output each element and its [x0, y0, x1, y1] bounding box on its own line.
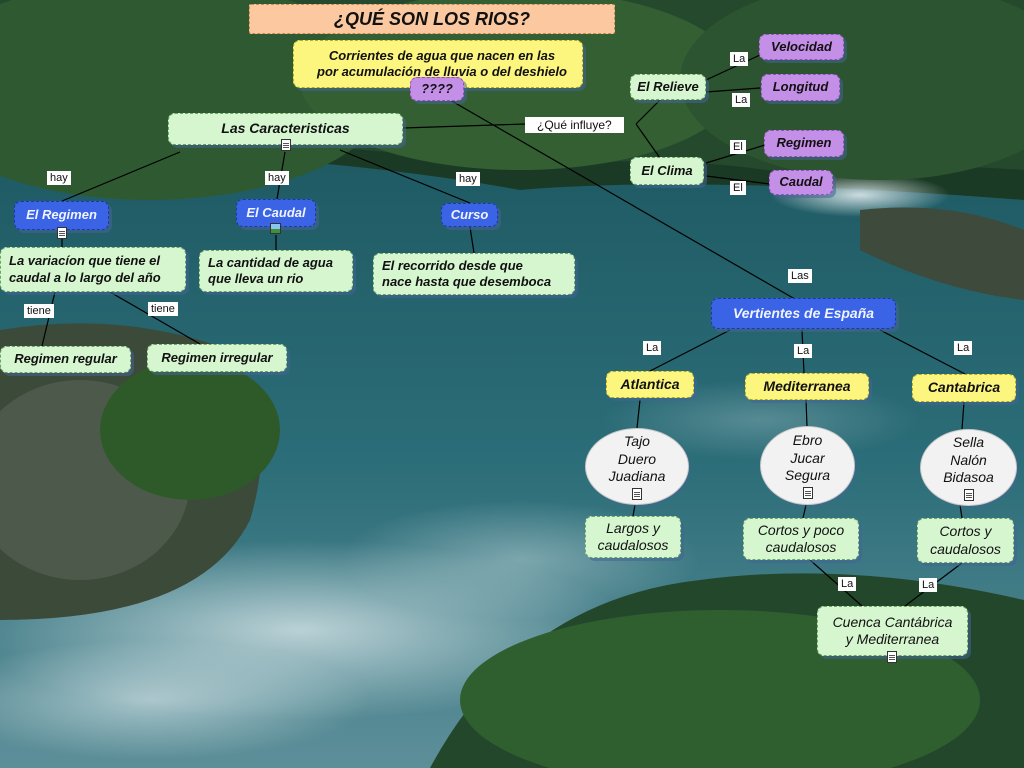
title-text: ¿QUÉ SON LOS RIOS? — [334, 8, 530, 31]
vertientes-node[interactable]: Vertientes de España — [711, 298, 896, 329]
link-mediterranea-rivers — [806, 400, 807, 426]
influye-label: ¿Qué influye? — [525, 117, 624, 133]
link-desc-regular — [42, 292, 55, 346]
river-name: Jucar — [790, 450, 824, 468]
link-label-la-atlantica: La — [643, 341, 661, 355]
link-caracteristicas-regimen — [62, 152, 180, 201]
definition-line-1: Corrientes de agua que nacen en las — [329, 48, 555, 64]
link-cantabrica-desc — [960, 505, 962, 518]
longitud-node[interactable]: Longitud — [761, 74, 840, 101]
atlantica-desc-node[interactable]: Largos y caudalosos — [585, 516, 681, 558]
link-cantabrica-rivers — [962, 402, 964, 429]
curso-node[interactable]: Curso — [441, 203, 498, 227]
mediterranea-node[interactable]: Mediterranea — [745, 373, 869, 400]
link-vertientes-cantabrica — [880, 330, 965, 374]
link-label-las-vertientes: Las — [788, 269, 812, 283]
cuenca-document-icon[interactable] — [887, 651, 897, 663]
regimen-clima-node[interactable]: Regimen — [764, 130, 844, 157]
title-node[interactable]: ¿QUÉ SON LOS RIOS? — [249, 4, 615, 34]
link-label-la-cuenca-cantabrica: La — [919, 578, 937, 592]
caudal-clima-node[interactable]: Caudal — [769, 170, 833, 195]
velocidad-node[interactable]: Velocidad — [759, 34, 844, 60]
river-name: Segura — [785, 467, 830, 485]
caudal-desc-node[interactable]: La cantidad de agua que lleva un rio — [199, 250, 353, 292]
link-caracteristicas-influye — [403, 124, 525, 128]
link-label-la-longitud: La — [732, 93, 750, 107]
link-desc-irregular — [110, 292, 200, 344]
cuenca-node[interactable]: Cuenca Cantábrica y Mediterranea — [817, 606, 968, 656]
river-name: Nalón — [950, 452, 987, 470]
atlantica-node[interactable]: Atlantica — [606, 371, 694, 398]
link-vertientes-atlantica — [650, 330, 730, 371]
relieve-node[interactable]: El Relieve — [630, 74, 706, 100]
mediterranea-desc-node[interactable]: Cortos y poco caudalosos — [743, 518, 859, 560]
regimen-document-icon[interactable] — [57, 227, 67, 239]
river-name: Duero — [618, 451, 656, 469]
link-label-hay-regimen: hay — [47, 171, 71, 185]
atlantica-rivers-node[interactable]: Tajo Duero Juadiana — [585, 428, 689, 505]
cantabrica-document-icon[interactable] — [964, 489, 974, 501]
regimen-desc-node[interactable]: La variacíon que tiene el caudal a lo la… — [0, 247, 186, 292]
link-label-el-caudal: El — [730, 181, 746, 195]
cantabrica-rivers-node[interactable]: Sella Nalón Bidasoa — [920, 429, 1017, 506]
link-label-la-cuenca-mediterranea: La — [838, 577, 856, 591]
mediterranea-document-icon[interactable] — [803, 487, 813, 499]
regimen-irregular-node[interactable]: Regimen irregular — [147, 344, 287, 372]
link-label-hay-caudal: hay — [265, 171, 289, 185]
river-name: Tajo — [624, 433, 650, 451]
link-label-la-mediterranea: La — [794, 344, 812, 358]
link-atlantica-rivers — [637, 400, 640, 428]
link-label-tiene-irregular: tiene — [148, 302, 178, 316]
regimen-node[interactable]: El Regimen — [14, 201, 109, 230]
mediterranea-rivers-node[interactable]: Ebro Jucar Segura — [760, 426, 855, 505]
link-label-el-regimen: El — [730, 140, 746, 154]
link-mediterranea-desc — [803, 505, 806, 518]
cantabrica-node[interactable]: Cantabrica — [912, 374, 1016, 402]
caudal-image-icon[interactable] — [270, 223, 281, 234]
link-curso-desc — [470, 227, 474, 253]
atlantica-document-icon[interactable] — [632, 488, 642, 500]
link-atlantica-desc — [633, 505, 635, 516]
river-name: Juadiana — [609, 468, 666, 486]
link-caracteristicas-curso — [340, 150, 470, 203]
link-label-tiene-regular: tiene — [24, 304, 54, 318]
link-influye-relieve — [636, 100, 660, 124]
link-influye-clima — [636, 124, 660, 158]
link-label-hay-curso: hay — [456, 172, 480, 186]
caracteristicas-document-icon[interactable] — [281, 139, 291, 151]
link-label-la-velocidad: La — [730, 52, 748, 66]
link-relieve-longitud — [706, 88, 760, 92]
river-name: Ebro — [793, 432, 823, 450]
regimen-regular-node[interactable]: Regimen regular — [0, 346, 131, 373]
cantabrica-desc-node[interactable]: Cortos y caudalosos — [917, 518, 1014, 563]
question-node[interactable]: ???? — [410, 77, 464, 101]
river-name: Sella — [953, 434, 984, 452]
river-name: Bidasoa — [943, 469, 994, 487]
link-label-la-cantabrica: La — [954, 341, 972, 355]
curso-desc-node[interactable]: El recorrido desde que nace hasta que de… — [373, 253, 575, 295]
clima-node[interactable]: El Clima — [630, 157, 704, 185]
